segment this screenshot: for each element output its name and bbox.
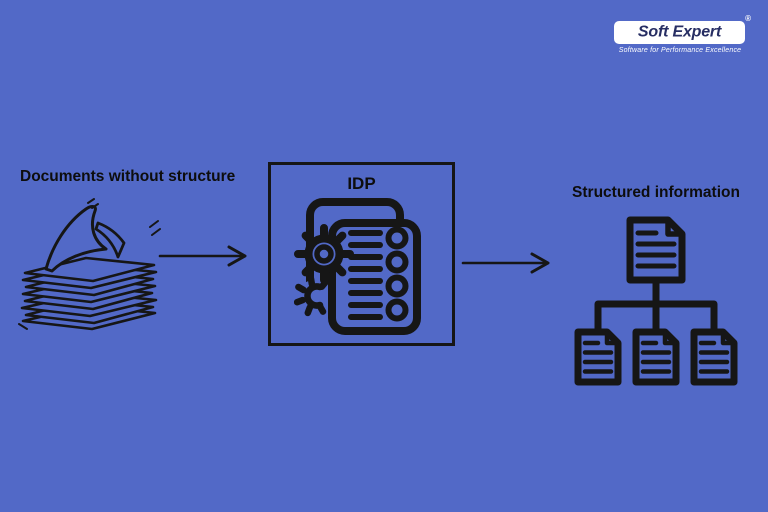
logo-wordmark-pill: Soft Expert xyxy=(614,21,745,44)
document-hierarchy-icon xyxy=(574,216,738,386)
idp-label: IDP xyxy=(347,174,376,193)
paper-stack-icon xyxy=(18,198,161,331)
source-label: Documents without structure xyxy=(20,168,236,185)
idp-box: IDP xyxy=(268,162,455,346)
logo-tagline: Software for Performance Excellence xyxy=(618,47,742,54)
arrow-source-to-idp-icon xyxy=(158,245,247,267)
logo-wordmark: Soft Expert xyxy=(637,23,722,40)
result-label: Structured information xyxy=(572,184,740,201)
softexpert-logo: Soft Expert ® Software for Performance E… xyxy=(606,12,754,62)
arrow-idp-to-result-icon xyxy=(461,252,550,274)
registered-trademark-icon: ® xyxy=(745,14,751,23)
document-processing-gears-icon xyxy=(294,198,421,335)
